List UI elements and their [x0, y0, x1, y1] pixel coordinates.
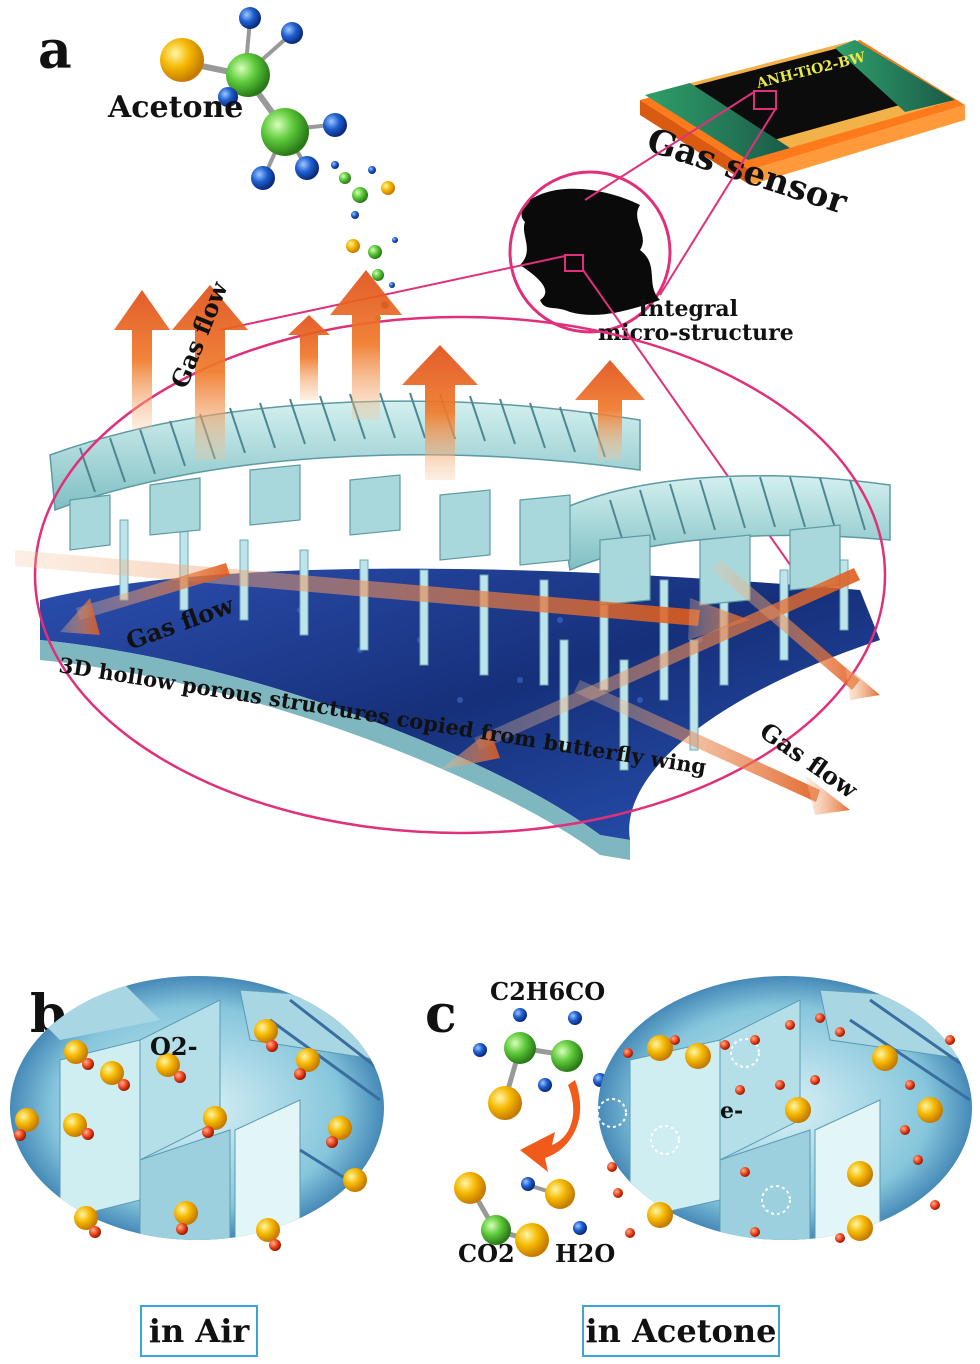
electron-particles-icon: [607, 1013, 955, 1243]
gas-flow-up-arrows-icon: [114, 270, 645, 480]
panel-c-acetone-oval: [598, 976, 972, 1243]
microstructure-label-line1: Integral: [638, 296, 738, 322]
acetone-label: Acetone: [107, 90, 243, 125]
panel-a-letter: a: [38, 20, 72, 81]
panel-c-letter: c: [425, 984, 457, 1045]
small-molecules-icon: [331, 161, 398, 321]
product-molecules-icon: [454, 1172, 587, 1257]
panel-b-air-oval: [10, 976, 384, 1251]
structure-zoom-ellipse: [33, 315, 887, 835]
caption-in-acetone: in Acetone: [582, 1305, 780, 1357]
electron-label: e-: [720, 1098, 743, 1124]
butterfly-wing-structure: [40, 392, 891, 860]
product-label-h2o: H2O: [555, 1239, 615, 1268]
microstructure-silhouette-icon: [520, 188, 660, 315]
gas-flow-side-arrows-icon: [15, 550, 880, 815]
reactant-acetone-icon: [473, 1008, 607, 1120]
oxygen-ion-label: O2-: [150, 1032, 198, 1061]
caption-in-air: in Air: [140, 1305, 258, 1357]
microstructure-label-line2: micro-structure: [598, 320, 794, 346]
gas-sensor-chip-icon: [640, 40, 965, 185]
acetone-molecule-icon: [160, 7, 347, 190]
oxygen-ion-particles-icon: [14, 1019, 367, 1251]
reactant-label: C2H6CO: [490, 977, 605, 1006]
reaction-arrow-icon: [520, 1080, 581, 1172]
product-label-co2: CO2: [458, 1239, 515, 1268]
